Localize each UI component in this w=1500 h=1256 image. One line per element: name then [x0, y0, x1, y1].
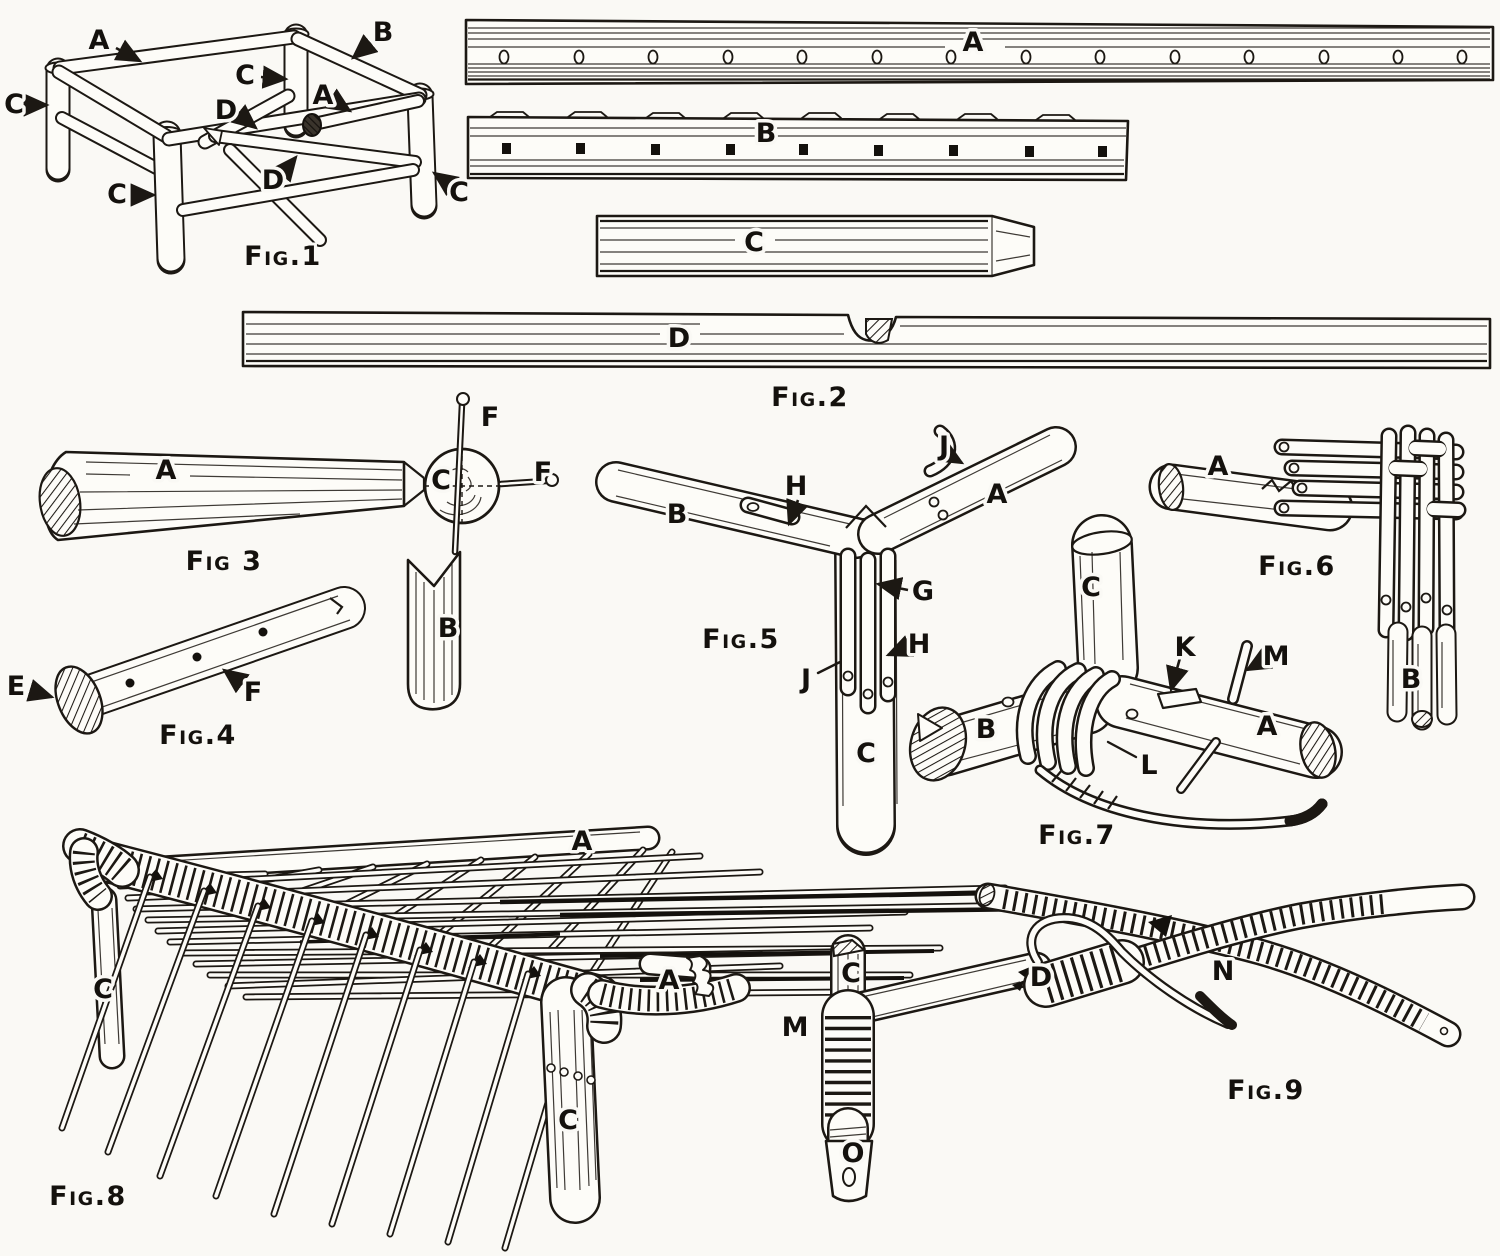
fig5-label-leg-c: C [856, 738, 876, 769]
fig4-label-pegs-f: F [244, 677, 262, 708]
fig5-label-arm-a: A [987, 479, 1008, 510]
fig8-label-rail-a: A [572, 826, 593, 857]
fig5-label-strap-h-top: H [785, 471, 808, 502]
fig3-label-cane-end-c: C [431, 465, 451, 496]
fig7-label-notch-k: K [1175, 632, 1197, 663]
fig3-label-pin-f-side: F [534, 457, 552, 488]
fig2-label-pole-c: C [744, 227, 764, 258]
fig5-corner-joint-drawing [595, 424, 1077, 856]
fig5-label-strap-h-lower: H [908, 629, 931, 660]
fig5-caption: Fig.5 [702, 624, 780, 655]
fig4-caption: Fig.4 [159, 720, 237, 751]
fig2-poles-drawing [241, 18, 1495, 370]
fig1-label-rail-b: B [373, 17, 394, 48]
fig9-label-pole-c: C [841, 958, 861, 989]
fig6-label-pole-a: A [1208, 451, 1229, 482]
fig9-caption: Fig.9 [1227, 1075, 1305, 1106]
fig7-label-pole-c: C [1081, 572, 1101, 603]
fig3-label-pole-b: B [438, 613, 459, 644]
fig5-label-strap-j-lower: J [799, 664, 811, 695]
fig3-joint-drawing [38, 392, 559, 711]
fig5-label-arm-b: B [667, 499, 688, 530]
fig6-weave-drawing [1148, 424, 1467, 731]
fig9-label-wrap-m: M [782, 1012, 809, 1043]
fig1-label-leg-c-left: C [4, 89, 24, 120]
fig1-label-leg-c-top: C [235, 60, 255, 91]
fig2-label-pole-b: B [756, 118, 777, 149]
fig7-label-pole-b: B [976, 714, 997, 745]
fig1-frame-drawing [23, 23, 460, 275]
fig1-label-leg-c-front: C [107, 179, 127, 210]
fig3-caption: Fig 3 [186, 546, 263, 577]
fig7-label-lashing-l: L [1140, 750, 1157, 781]
fig3-label-pin-f-top: F [481, 402, 499, 433]
fig1-label-brace-d-upper: D [215, 95, 237, 126]
fig1-label-rail-a-inner: A [313, 80, 334, 111]
fig9-label-pole-d: D [1030, 962, 1052, 993]
fig3-label-pole-a: A [156, 455, 177, 486]
fig9-label-ferrule-o: O [842, 1138, 865, 1169]
fig9-wrapped-joints-drawing [821, 882, 1476, 1203]
fig8-platform-drawing [58, 825, 1044, 1252]
fig8-label-stick-a-corner: A [659, 965, 680, 996]
fig1-label-rail-a: A [89, 25, 110, 56]
fig4-label-end-e: E [7, 671, 25, 702]
fig7-lashed-joint-drawing [908, 514, 1343, 830]
fig4-pole-drawing [26, 586, 366, 735]
fig6-caption: Fig.6 [1258, 551, 1336, 582]
fig2-label-pole-a: A [963, 27, 984, 58]
fig6-label-canes-b: B [1401, 664, 1422, 695]
fig5-label-strap-g: G [912, 576, 934, 607]
fig7-label-peg-m: M [1263, 641, 1290, 672]
fig2-label-pole-d: D [668, 323, 690, 354]
fig1-label-leg-c-right: C [449, 177, 469, 208]
fig8-label-leg-c-left: C [93, 974, 113, 1005]
fig8-caption: Fig.8 [49, 1181, 127, 1212]
fig7-label-pole-a: A [1257, 711, 1278, 742]
fig1-caption: Fig.1 [244, 241, 322, 272]
fig8-label-leg-c-right: C [558, 1105, 578, 1136]
fig9-label-crossed-n: N [1212, 956, 1235, 987]
fig2-caption: Fig.2 [771, 382, 849, 413]
fig1-label-brace-d-lower: D [262, 165, 284, 196]
fig7-caption: Fig.7 [1038, 820, 1116, 851]
fig5-label-strap-j-top: J [937, 431, 949, 462]
